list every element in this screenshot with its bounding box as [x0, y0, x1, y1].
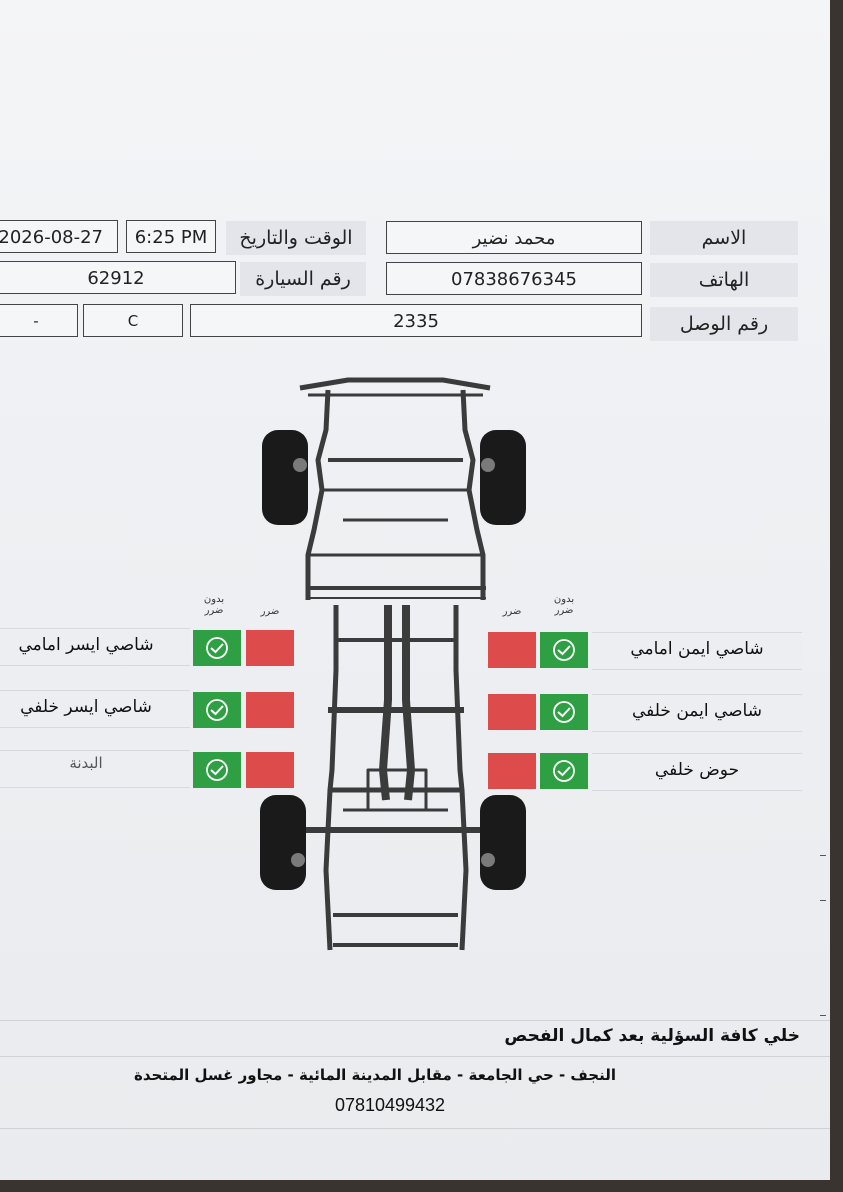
chassis-frame — [288, 377, 506, 951]
left-rear-damage-box[interactable] — [246, 692, 294, 728]
rear-bed-damage-box[interactable] — [488, 753, 536, 789]
right-rear-damage-box[interactable] — [488, 694, 536, 730]
receipt-label: رقم الوصل — [650, 307, 798, 341]
rear-bed-label: حوض خلفي — [654, 760, 740, 780]
rear-bed-no-damage-box[interactable] — [540, 753, 588, 789]
date-value: 2026-08-27 — [0, 220, 118, 253]
damage-caption-right: ضرر — [502, 606, 522, 617]
row-left-front — [0, 628, 190, 666]
phone-value: 07838676345 — [386, 262, 642, 295]
datetime-label: الوقت والتاريخ — [226, 221, 366, 255]
plate-label: رقم السيارة — [240, 262, 366, 296]
plate-value: 62912 — [0, 261, 236, 294]
right-rear-chassis-label: شاصي ايمن خلفي — [632, 701, 762, 721]
address-text: النجف - حي الجامعة - مقابل المدينة المائ… — [133, 1066, 616, 1084]
left-front-chassis-label: شاصي ايسر امامي — [18, 635, 154, 655]
footer-phone: 07810499432 — [334, 1095, 446, 1115]
field-c: C — [83, 304, 183, 337]
left-rear-no-damage-box[interactable] — [193, 692, 241, 728]
check-icon — [553, 639, 575, 661]
receipt-value: 2335 — [190, 304, 642, 337]
check-icon — [553, 760, 575, 782]
field-dash: - — [0, 304, 78, 337]
body-no-damage-box[interactable] — [193, 752, 241, 788]
chassis-diagram — [260, 377, 526, 951]
right-front-no-damage-box[interactable] — [540, 632, 588, 668]
edge-tick — [820, 855, 826, 856]
check-icon — [206, 759, 228, 781]
row-right-front — [592, 632, 802, 670]
edge-tick — [820, 900, 826, 901]
name-value: محمد نضير — [386, 221, 642, 254]
footer-divider-top — [0, 1020, 830, 1021]
inspection-sheet: الاسم محمد نضير الوقت والتاريخ 6:25 PM 2… — [0, 0, 830, 1180]
wheels — [260, 430, 526, 890]
right-front-damage-box[interactable] — [488, 632, 536, 668]
row-right-rear — [592, 694, 802, 732]
left-front-damage-box[interactable] — [246, 630, 294, 666]
edge-tick — [820, 1015, 826, 1016]
phone-label: الهاتف — [650, 263, 798, 297]
body-damage-box[interactable] — [246, 752, 294, 788]
disclaimer-text: خلي كافة السؤلية بعد كمال الفحص — [504, 1026, 800, 1046]
row-rear-bed — [592, 753, 802, 791]
footer-divider-bottom — [0, 1128, 830, 1129]
check-icon — [206, 699, 228, 721]
row-left-rear — [0, 690, 190, 728]
footer-divider-mid — [0, 1056, 830, 1057]
name-label: الاسم — [650, 221, 798, 255]
right-rear-no-damage-box[interactable] — [540, 694, 588, 730]
left-front-no-damage-box[interactable] — [193, 630, 241, 666]
left-rear-chassis-label: شاصي ايسر خلفي — [20, 697, 152, 717]
time-value: 6:25 PM — [126, 220, 216, 253]
check-icon — [553, 701, 575, 723]
check-icon — [206, 637, 228, 659]
right-front-chassis-label: شاصي ايمن امامي — [630, 639, 764, 659]
row-body — [0, 750, 190, 788]
damage-caption-left: ضرر — [260, 606, 280, 617]
body-label: البدنة — [69, 754, 103, 772]
